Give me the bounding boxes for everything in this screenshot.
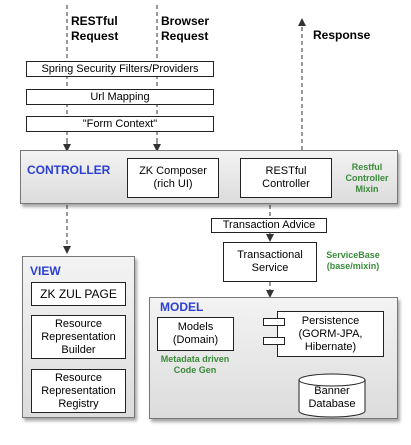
resource-representation-builder-box: Resource Representation Builder [31,315,126,359]
form-context-box: "Form Context" [26,116,214,132]
zk-zul-page-box: ZK ZUL PAGE [31,282,126,306]
resource-representation-registry-box: Resource Representation Registry [31,369,126,413]
banner-database-icon [298,373,366,418]
restful-controller-mixin-note: Restful Controller Mixin [345,162,389,194]
metadata-driven-note: Metadata driven Code Gen [160,354,230,375]
controller-title: CONTROLLER [27,163,111,177]
transaction-advice-box: Transaction Advice [211,218,327,233]
browser-request-label: Browser Request [161,14,210,43]
zk-composer-box: ZK Composer (rich UI) [127,158,219,198]
model-title: MODEL [160,300,204,314]
persistence-box: Persistence (GORM-JPA, Hibernate) [277,311,384,357]
models-domain-box: Models (Domain) [157,317,234,351]
response-label: Response [313,28,371,42]
spring-security-box: Spring Security Filters/Providers [26,61,214,77]
persistence-port-top [263,318,285,326]
restful-request-label: RESTful Request [71,14,119,43]
restful-controller-box: RESTful Controller [240,158,332,198]
service-base-note: ServiceBase (base/mixin) [326,250,380,271]
banner-database-label: Banner Database [308,385,356,410]
view-title: VIEW [30,264,61,278]
url-mapping-box: Url Mapping [26,89,214,105]
persistence-port-bottom [263,337,285,345]
transactional-service-box: Transactional Service [223,242,317,282]
